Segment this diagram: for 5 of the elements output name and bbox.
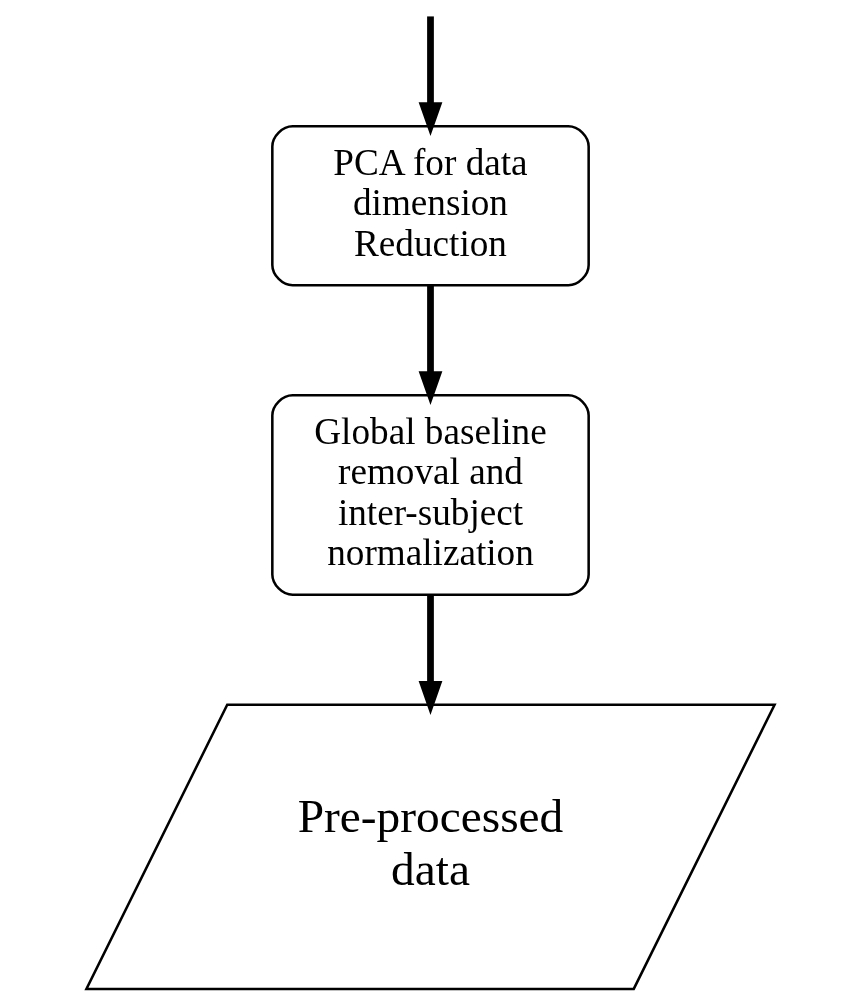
node-box: PCA for data dimension Reduction [270,124,590,287]
arrow [418,285,442,406]
node-box: Global baseline removal and inter-subject normalization [270,393,590,597]
arrow [418,16,442,137]
arrow [418,595,442,715]
